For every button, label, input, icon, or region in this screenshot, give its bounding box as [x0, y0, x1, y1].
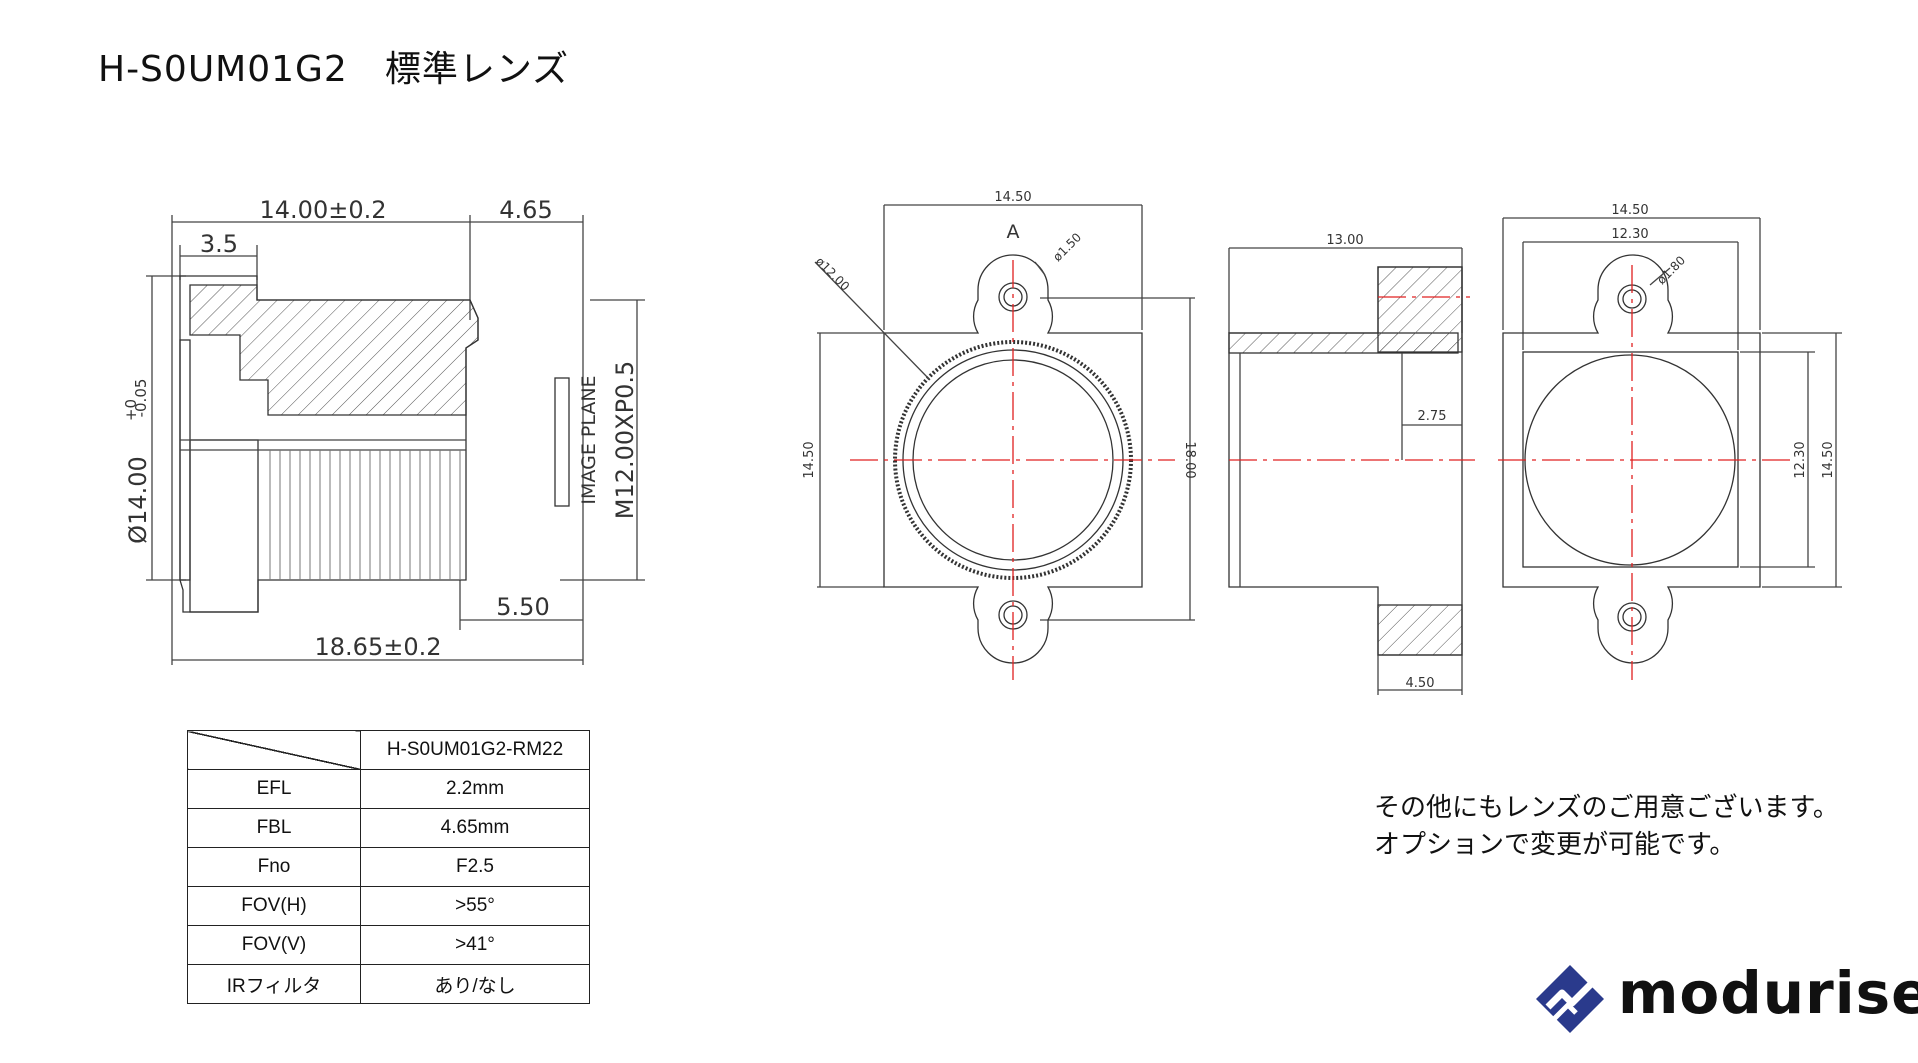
- dim-diameter: Ø14.00: [124, 456, 152, 544]
- dim-front-hole: ø1.50: [1050, 230, 1084, 264]
- dim-section-4-50: 4.50: [1406, 676, 1435, 691]
- rear-view: [1502, 217, 1842, 664]
- spec-label: EFL: [187, 769, 361, 809]
- label-a: A: [1007, 221, 1020, 243]
- spec-model: H-S0UM01G2-RM22: [360, 730, 590, 770]
- spec-table: H-S0UM01G2-RM22 EFL 2.2mm FBL 4.65mm Fno…: [187, 730, 590, 1004]
- front-view: [814, 204, 1195, 664]
- label-thread: M12.00XP0.5: [611, 361, 639, 520]
- dim-rear-outer: 14.50: [1611, 203, 1648, 218]
- dim-front-bore: ø12.00: [813, 254, 852, 293]
- dim-5-50: 5.50: [496, 593, 549, 621]
- side-view: [146, 215, 645, 665]
- page-title: H-S0UM01G2 標準レンズ: [98, 49, 570, 90]
- table-row: IRフィルタ あり/なし: [187, 964, 590, 1004]
- dim-total-length: 18.65±0.2: [315, 633, 442, 661]
- dim-fbl: 4.65: [499, 196, 552, 224]
- note-line-2: オプションで変更が可能です。: [1374, 830, 1736, 860]
- section-view-centerlines: [1229, 296, 1475, 461]
- dim-section-length: 13.00: [1326, 233, 1363, 248]
- spec-value: 4.65mm: [360, 808, 590, 848]
- spec-header-row: H-S0UM01G2-RM22: [187, 730, 590, 770]
- table-row: Fno F2.5: [187, 847, 590, 887]
- spec-corner-cell: [187, 730, 361, 770]
- logo-mark-icon: [1536, 965, 1604, 1033]
- table-row: FOV(V) >41°: [187, 925, 590, 965]
- spec-value: F2.5: [360, 847, 590, 887]
- dim-front-height-left: 14.50: [802, 441, 817, 478]
- spec-value: >41°: [360, 925, 590, 965]
- dim-section-2-75: 2.75: [1418, 409, 1447, 424]
- table-row: FOV(H) >55°: [187, 886, 590, 926]
- spec-value: 2.2mm: [360, 769, 590, 809]
- table-row: EFL 2.2mm: [187, 769, 590, 809]
- label-image-plane: IMAGE PLANE: [578, 375, 600, 504]
- logo: modurise: [1534, 959, 1918, 1033]
- spec-label: FBL: [187, 808, 361, 848]
- spec-label: IRフィルタ: [187, 964, 361, 1004]
- dim-rear-outer-height: 14.50: [1821, 441, 1836, 478]
- dim-total-width: 14.00±0.2: [260, 196, 387, 224]
- spec-value: あり/なし: [360, 964, 590, 1004]
- spec-label: Fno: [187, 847, 361, 887]
- table-row: FBL 4.65mm: [187, 808, 590, 848]
- dim-front-height-right: 18.00: [1182, 441, 1197, 478]
- spec-label: FOV(H): [187, 886, 361, 926]
- logo-text: modurise: [1618, 959, 1918, 1027]
- spec-label: FOV(V): [187, 925, 361, 965]
- note-line-1: その他にもレンズのご用意ございます。: [1374, 793, 1839, 823]
- dim-tol-upper: +0: [122, 399, 140, 421]
- dim-rear-inner-height: 12.30: [1793, 441, 1808, 478]
- dim-tol-lower: -0.05: [132, 379, 150, 418]
- rear-view-centerlines: [1498, 265, 1790, 680]
- dim-front-width: 14.50: [994, 190, 1031, 205]
- dim-rear-inner: 12.30: [1611, 227, 1648, 242]
- dim-rear-hole: ø1.80: [1654, 253, 1688, 287]
- front-view-centerlines: [850, 260, 1175, 680]
- dim-3-5: 3.5: [200, 230, 238, 258]
- section-view: [1228, 247, 1463, 695]
- spec-value: >55°: [360, 886, 590, 926]
- option-note: その他にもレンズのご用意ございます。 オプションで変更が可能です。: [1374, 790, 1839, 864]
